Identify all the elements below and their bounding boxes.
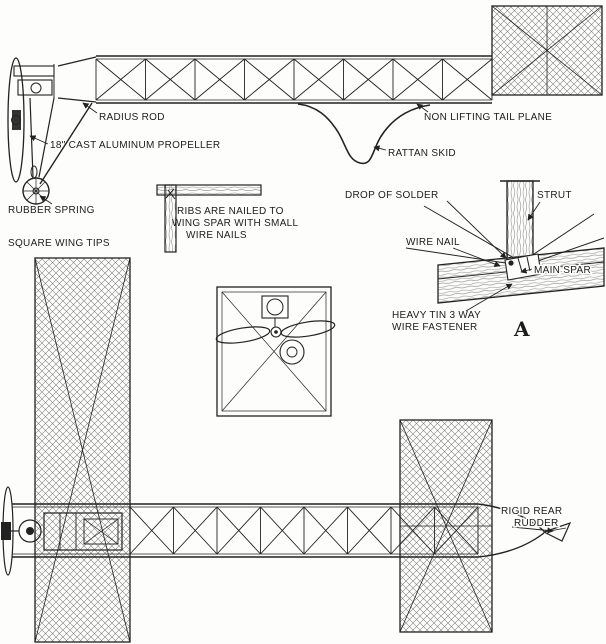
label-fastener-2: WIRE FASTENER [392,322,478,333]
label-detail-a: A [513,317,530,341]
plan-tail-cone [477,503,572,558]
side-propeller [7,57,25,183]
label-propeller: 18" CAST ALUMINUM PROPELLER [50,140,220,151]
rudder-part [542,521,572,542]
label-rattan-skid: RATTAN SKID [388,148,456,159]
side-view [7,5,603,205]
side-fuselage-truss [95,55,493,104]
label-rubber-spring: RUBBER SPRING [8,205,95,216]
label-tail-plane: NON LIFTING TAIL PLANE [424,112,552,123]
plan-fuselage-truss [12,503,479,558]
label-rigid-rear: RIGID REAR [501,506,562,517]
label-rib-note-3: WIRE NAILS [186,230,247,241]
plan-tail-plane [399,419,493,633]
side-landing-gear [22,97,55,205]
strut-joint-detail: DROP OF SOLDER STRUT WIRE NAIL MAIN SPAR… [345,180,605,341]
label-rudder: RUDDER [514,518,559,529]
label-wire-nail: WIRE NAIL [406,237,460,248]
label-main-spar: MAIN SPAR [534,265,591,276]
label-fastener-1: HEAVY TIN 3 WAY [392,310,481,321]
label-rib-note-1: RIBS ARE NAILED TO [177,206,284,217]
solder-drop-part [508,260,514,266]
side-view-labels: RADIUS ROD 18" CAST ALUMINUM PROPELLER R… [8,102,552,249]
plan-engine [1,486,123,576]
motor-engine [261,295,305,365]
label-rib-note-2: WING SPAR WITH SMALL [172,218,299,229]
plan-view [1,257,572,643]
plan-view-labels: RIGID REAR RUDDER [500,505,564,534]
side-engine [13,56,97,103]
rattan-skid-part [297,103,431,165]
motor-propeller [215,320,336,344]
side-tail-plane [491,5,603,96]
label-square-wing-tips: SQUARE WING TIPS [8,238,110,249]
label-strut: STRUT [537,190,572,201]
tin-fastener-part [504,253,542,281]
rib-detail: RIBS ARE NAILED TO WING SPAR WITH SMALL … [156,184,299,253]
label-drop-of-solder: DROP OF SOLDER [345,190,438,201]
plan-wing [34,257,131,643]
bracing-wires [405,205,605,265]
motor-detail [215,286,336,417]
label-radius-rod: RADIUS ROD [99,112,165,123]
radius-rod-part [39,102,93,185]
